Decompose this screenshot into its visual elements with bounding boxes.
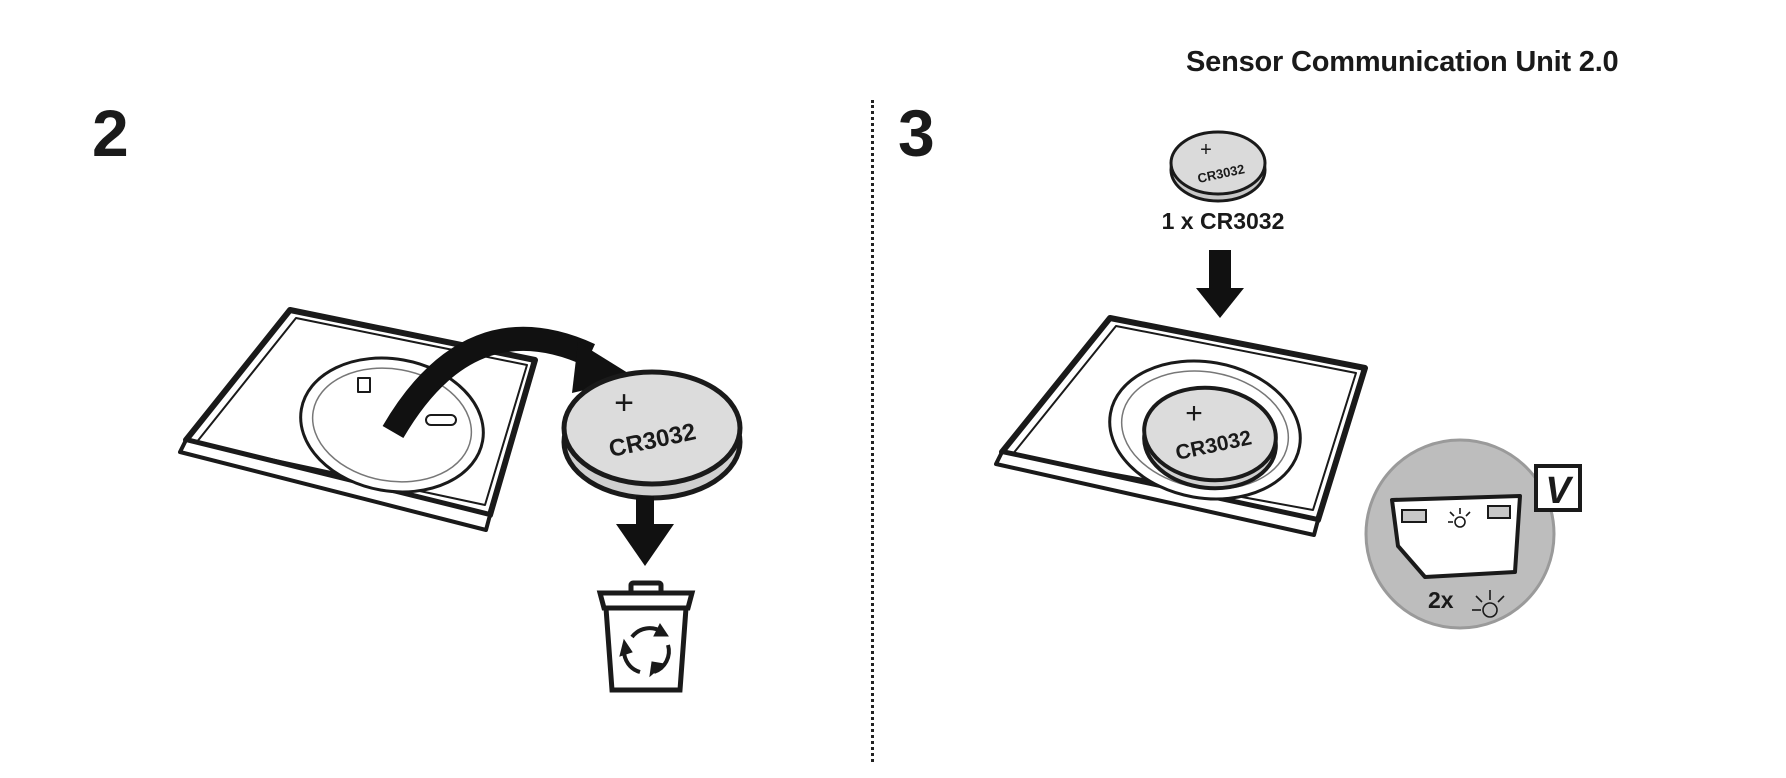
page-title: Sensor Communication Unit 2.0 xyxy=(1186,46,1619,78)
led-blink-icon xyxy=(1472,590,1505,618)
indicator-caption: 2x xyxy=(1428,587,1454,613)
battery-plus-symbol: + xyxy=(614,384,634,422)
step-number-3: 3 xyxy=(898,96,935,170)
step-divider xyxy=(871,100,874,762)
check-mark: V xyxy=(1545,470,1573,512)
sensor-unit-icon xyxy=(994,315,1368,537)
down-arrow-icon xyxy=(1196,250,1244,318)
zoom-detail-circle xyxy=(1364,438,1556,630)
coin-battery-icon xyxy=(1169,130,1267,203)
step-number-2: 2 xyxy=(92,96,129,170)
down-arrow-icon xyxy=(616,496,674,566)
led-blink-icon xyxy=(1448,508,1471,528)
checkbox-icon xyxy=(1534,464,1582,512)
recycle-bin-icon xyxy=(596,580,696,693)
battery-plus-symbol: + xyxy=(1185,397,1203,430)
battery-plus-symbol: + xyxy=(1200,139,1212,161)
battery-caption: 1 x CR3032 xyxy=(1161,208,1285,234)
